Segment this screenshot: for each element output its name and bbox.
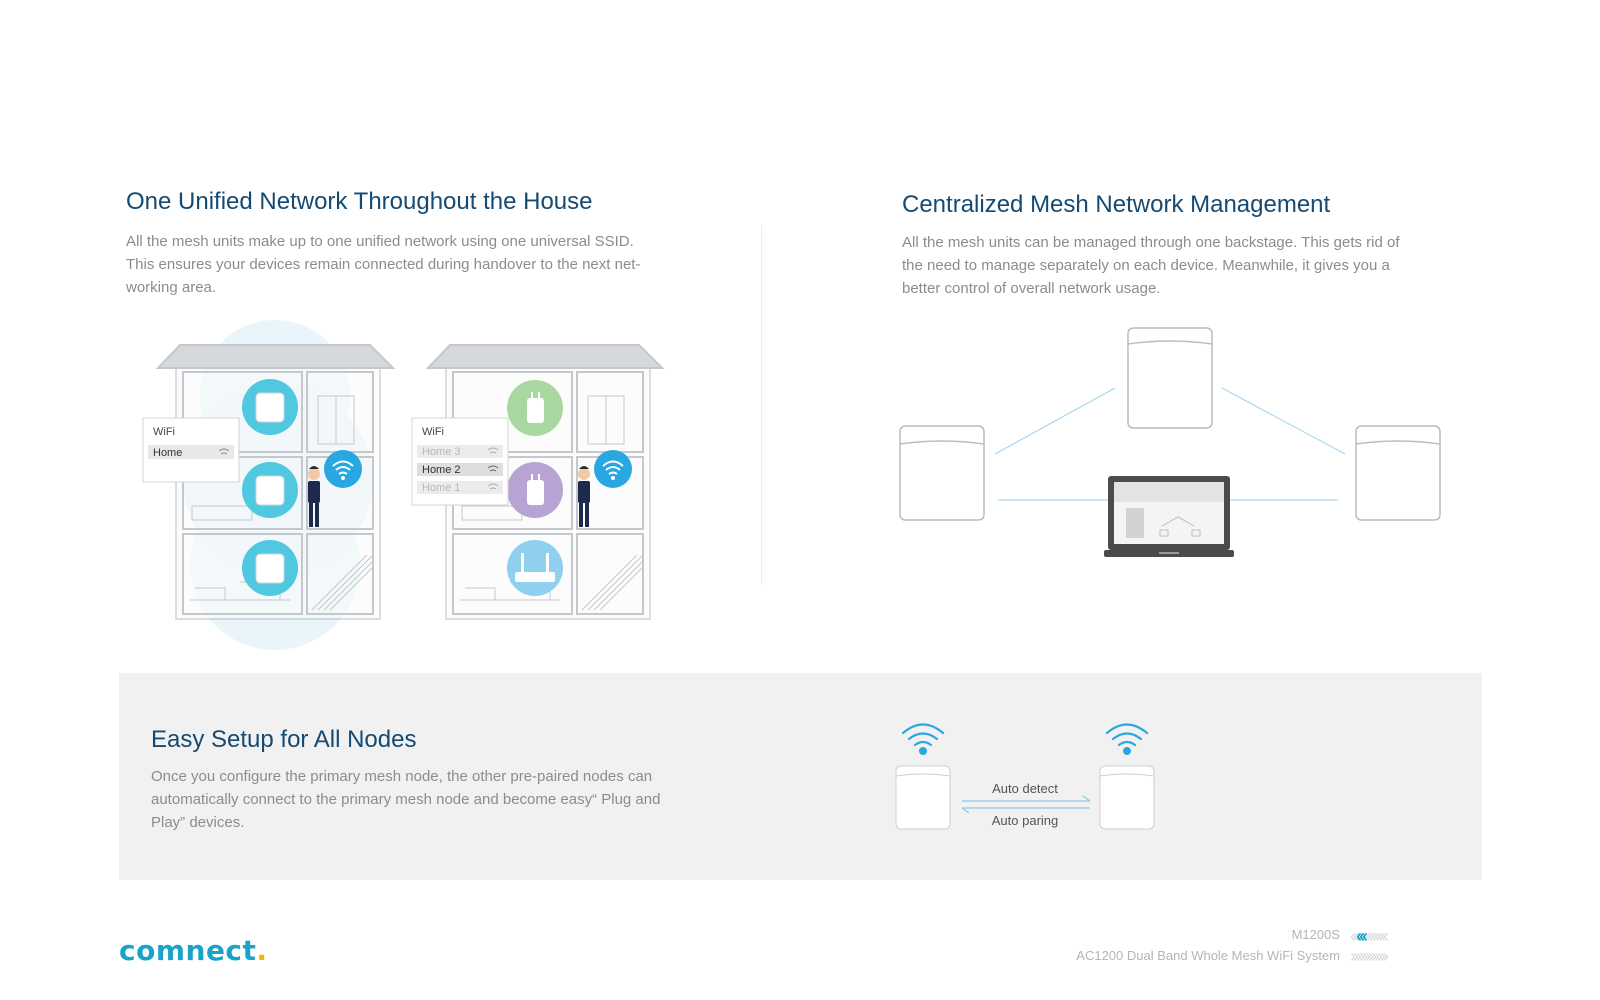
router-icon (507, 540, 563, 596)
plug-extender-icon (507, 380, 563, 436)
plug-extender-icon (507, 462, 563, 518)
wifi-list-popup-left: WiFi Home (142, 417, 240, 483)
wifi-network-home-1: Home 1 (422, 482, 461, 494)
unified-network-description: All the mesh units make up to one unifie… (126, 233, 641, 296)
wifi-header: WiFi (422, 426, 444, 438)
mesh-node-icon (899, 425, 985, 521)
wifi-list-popup-right: WiFi Home 3 Home 2 Home 1 (411, 417, 509, 506)
unified-network-title: One Unified Network Throughout the House (126, 188, 593, 215)
wifi-signal-icon (594, 450, 632, 488)
chevron-left-decoration-icon: ‹‹‹‹‹‹‹‹‹‹‹‹ (1350, 926, 1389, 946)
arrow-left-icon (961, 807, 1090, 814)
wifi-network-home-2: Home 2 (422, 464, 461, 476)
wifi-network-home: Home (153, 447, 182, 459)
chevron-right-decoration-icon: ›››››››››››› (1350, 946, 1389, 966)
wifi-header: WiFi (153, 426, 175, 438)
mesh-node-icon (242, 540, 298, 596)
easy-setup-panel (119, 673, 1482, 880)
brand-logo: comnect. (119, 934, 268, 967)
person-with-phone-icon (308, 466, 320, 527)
easy-setup-title: Easy Setup for All Nodes (151, 726, 417, 753)
wifi-signal-icon (1105, 723, 1149, 747)
unified-network-house-illustration: WiFi Home (142, 320, 665, 650)
central-management-description: All the mesh units can be managed throug… (902, 234, 1400, 297)
laptop-icon (1104, 476, 1234, 557)
wifi-network-home-3: Home 3 (422, 446, 461, 458)
product-name: AC1200 Dual Band Whole Mesh WiFi System (1076, 948, 1340, 963)
mesh-node-icon (895, 765, 951, 830)
person-with-phone-icon (578, 466, 590, 527)
arrow-right-icon (962, 795, 1091, 802)
mesh-node-icon (1127, 327, 1213, 429)
wifi-signal-icon (324, 450, 362, 488)
auto-paring-label: Auto paring (992, 813, 1059, 828)
central-management-illustration (899, 327, 1441, 557)
mesh-node-icon (1099, 765, 1155, 830)
wifi-signal-icon (901, 723, 945, 747)
model-number: M1200S (1291, 927, 1340, 942)
mesh-node-icon (242, 379, 298, 435)
auto-pairing-illustration: Auto detect Auto paring (895, 723, 1155, 830)
wifi-network-home-highlight (148, 445, 234, 459)
mesh-node-icon (242, 462, 298, 518)
auto-detect-label: Auto detect (992, 781, 1058, 796)
mesh-node-icon (1355, 425, 1441, 521)
easy-setup-description: Once you configure the primary mesh node… (151, 768, 661, 831)
central-management-title: Centralized Mesh Network Management (902, 191, 1331, 218)
section-divider (761, 225, 762, 585)
